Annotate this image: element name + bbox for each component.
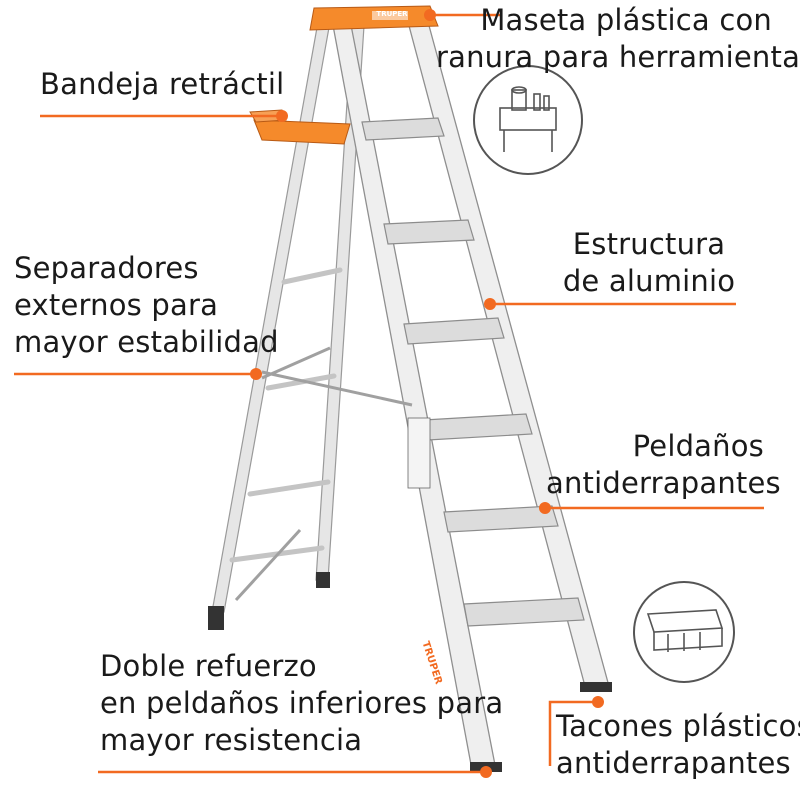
- top-cap: [309, 5, 439, 31]
- callout-peldanos-line1: Peldaños: [632, 429, 764, 463]
- callout-doble-line3: mayor resistencia: [100, 722, 363, 757]
- callout-tacones: Tacones plásticos antiderrapantes: [556, 708, 800, 782]
- brand-mark-cap: TRUPER: [376, 10, 408, 18]
- callout-separadores-line2: externos para: [14, 287, 219, 322]
- callout-estructura-line1: Estructura: [572, 227, 726, 261]
- callout-bandeja-line1: Bandeja retráctil: [40, 67, 285, 101]
- callout-maseta-line2: ranura para herramientas: [436, 39, 800, 74]
- callout-doble: Doble refuerzo en peldaños inferiores pa…: [100, 648, 503, 758]
- callout-dots: [250, 9, 604, 778]
- callout-doble-line2: en peldaños inferiores para: [100, 685, 504, 720]
- maseta-detail-icon: [473, 65, 583, 175]
- callout-doble-line1: Doble refuerzo: [100, 649, 317, 683]
- callout-separadores-line1: Separadores: [14, 251, 199, 285]
- callout-lines: [14, 13, 764, 774]
- callout-peldanos: Peldaños antiderrapantes: [546, 428, 781, 502]
- callout-maseta-line1: Maseta plástica con: [480, 3, 772, 37]
- front-steps: [361, 117, 585, 627]
- callout-peldanos-line2: antiderrapantes: [546, 465, 781, 500]
- callout-separadores-line3: mayor estabilidad: [14, 324, 279, 359]
- callout-bandeja: Bandeja retráctil: [40, 66, 284, 103]
- callout-tacones-line1: Tacones plásticos: [556, 709, 800, 743]
- warning-sticker: [407, 417, 431, 489]
- callout-tacones-line2: antiderrapantes: [556, 745, 791, 780]
- tacones-detail-icon: [633, 581, 735, 683]
- callout-separadores: Separadores externos para mayor estabili…: [14, 250, 279, 360]
- spreaders: [234, 346, 413, 602]
- callout-estructura: Estructura de aluminio: [560, 226, 738, 300]
- callout-maseta: Maseta plástica con ranura para herramie…: [436, 2, 800, 76]
- callout-estructura-line2: de aluminio: [562, 263, 736, 298]
